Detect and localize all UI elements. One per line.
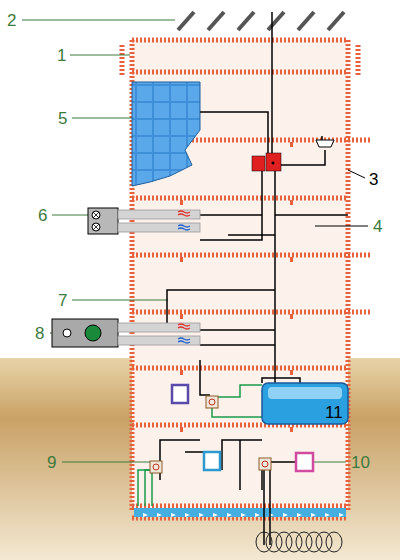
callout-number: 6: [37, 207, 48, 224]
callout-number: 1: [56, 47, 67, 64]
callout-number: 10: [350, 454, 371, 471]
callout-number: 7: [57, 292, 68, 309]
callout-number: 5: [57, 110, 68, 127]
callout-number: 9: [46, 454, 57, 471]
callout-number: 8: [34, 325, 45, 342]
callout-number: 3: [368, 171, 379, 188]
callout-number: 11: [324, 404, 344, 421]
callout-number: 4: [372, 218, 383, 235]
callout-number: 2: [6, 12, 17, 29]
